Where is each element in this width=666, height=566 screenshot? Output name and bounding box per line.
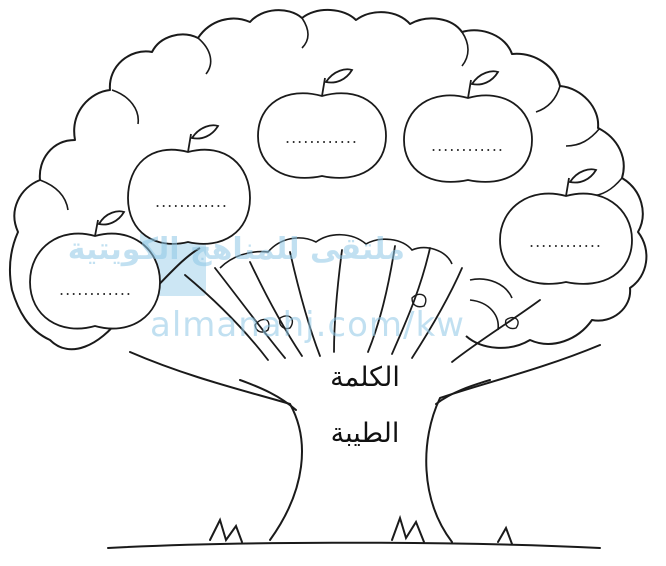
- apple-3-blank[interactable]: ............: [284, 128, 359, 147]
- branches: [184, 245, 541, 363]
- ground: [107, 514, 601, 549]
- apple-1-blank[interactable]: ............: [58, 280, 133, 299]
- apple-4: [403, 70, 533, 183]
- apple-2: [127, 124, 251, 245]
- canopy-outline: [9, 9, 648, 351]
- trunk: [129, 344, 601, 543]
- branch-leaves: [254, 293, 519, 333]
- watermark-arabic: ملتقى للمناهج الكويتية: [67, 232, 405, 267]
- apple-5-blank[interactable]: ............: [528, 232, 603, 251]
- apple-2-blank[interactable]: ............: [154, 192, 229, 211]
- trunk-label-line-1: الكلمة: [330, 362, 400, 393]
- canopy-texture: [39, 17, 623, 331]
- apple-1: [29, 210, 161, 330]
- apple-5: [499, 168, 633, 285]
- watermark-latin: almanahj.com/kw: [150, 305, 465, 345]
- apple-4-blank[interactable]: ............: [430, 136, 505, 155]
- trunk-label-line-2: الطيبة: [330, 418, 400, 449]
- apple-3: [257, 68, 387, 179]
